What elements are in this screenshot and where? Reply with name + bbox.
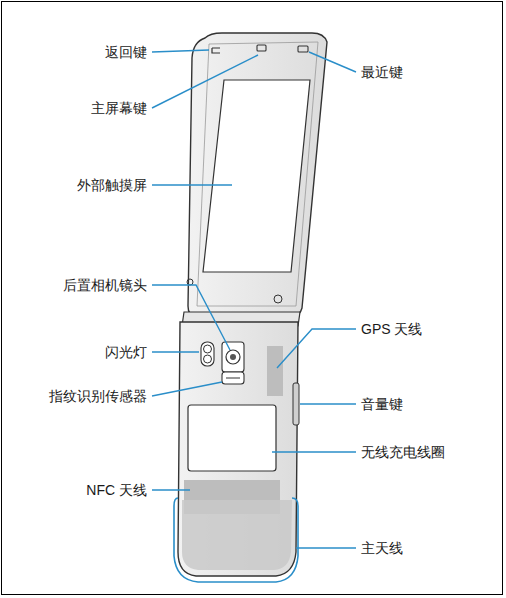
part-label: 外部触摸屏 [77,176,147,194]
part-label: 闪光灯 [105,343,147,361]
part-label: NFC 天线 [86,481,147,499]
part-label: 音量键 [361,395,403,413]
part-label: 指纹识别传感器 [49,387,147,405]
part-label: 返回键 [105,43,147,61]
part-label: 主屏幕键 [91,99,147,117]
part-label: 后置相机镜头 [63,276,147,294]
part-label: 最近键 [361,63,403,81]
part-label: GPS 天线 [361,320,422,338]
part-label: 主天线 [361,539,403,557]
part-label: 无线充电线圈 [361,443,445,461]
